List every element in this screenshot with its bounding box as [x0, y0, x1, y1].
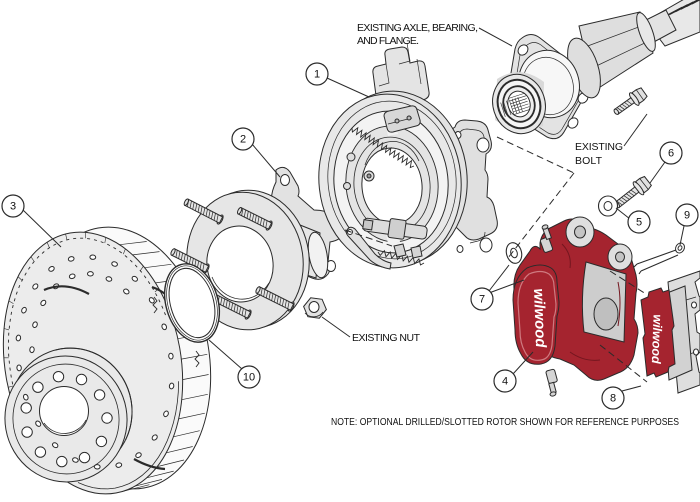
svg-text:4: 4 [502, 375, 508, 387]
svg-text:7: 7 [479, 293, 485, 305]
svg-text:10: 10 [243, 371, 255, 383]
svg-text:BOLT: BOLT [575, 155, 603, 167]
svg-text:EXISTING NUT: EXISTING NUT [352, 332, 421, 344]
svg-text:AND FLANGE.: AND FLANGE. [357, 35, 419, 47]
svg-text:9: 9 [684, 209, 690, 221]
svg-text:EXISTING AXLE, BEARING,: EXISTING AXLE, BEARING, [357, 22, 478, 34]
svg-text:wilwood: wilwood [530, 288, 549, 349]
svg-text:1: 1 [314, 68, 320, 80]
svg-text:6: 6 [668, 147, 674, 159]
svg-text:3: 3 [10, 200, 16, 212]
svg-text:2: 2 [240, 133, 246, 145]
svg-text:5: 5 [636, 216, 642, 228]
svg-text:NOTE: OPTIONAL DRILLED/SLOTTED: NOTE: OPTIONAL DRILLED/SLOTTED ROTOR SHO… [331, 417, 679, 428]
svg-text:EXISTING: EXISTING [575, 141, 623, 153]
svg-text:8: 8 [610, 392, 616, 404]
svg-text:wilwood: wilwood [649, 314, 665, 364]
